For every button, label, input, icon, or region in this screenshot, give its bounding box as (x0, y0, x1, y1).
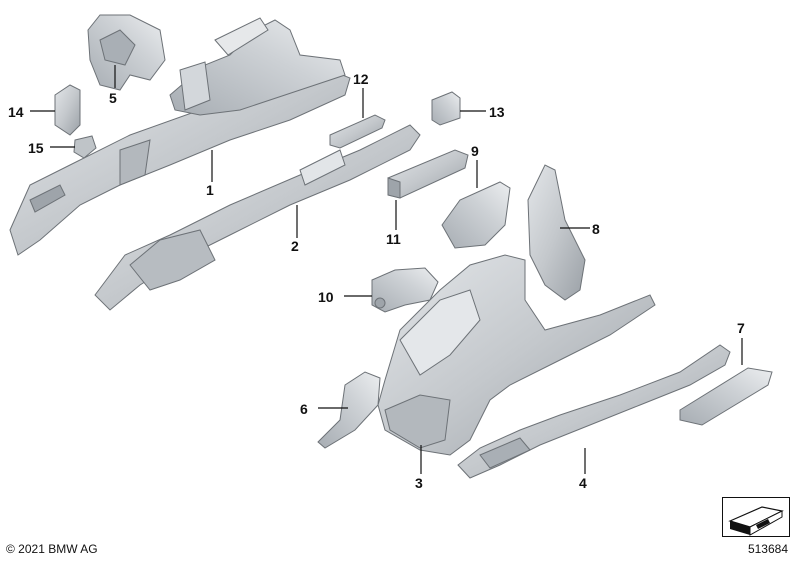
callout-13: 13 (489, 104, 505, 120)
copyright: © 2021 BMW AG (6, 542, 98, 556)
callout-4: 4 (579, 475, 587, 491)
callout-8: 8 (592, 221, 600, 237)
callout-1: 1 (206, 182, 214, 198)
part-8-pillar-reinforcement (527, 164, 586, 301)
part-3-wheelhouse-assembly (377, 254, 656, 456)
part-13-bracket (431, 91, 461, 126)
part-2-side-member (94, 124, 421, 311)
part-9-reinforcement-plate (441, 181, 511, 249)
part-12-reinforcement (329, 114, 386, 149)
leader-lines (30, 65, 743, 474)
vehicle-orientation-icon (722, 497, 790, 537)
part-14-bracket (54, 84, 81, 136)
callout-5: 5 (109, 90, 117, 106)
callout-6: 6 (300, 401, 308, 417)
part-15-small-bracket (73, 135, 97, 159)
part-6-bracket (317, 371, 381, 449)
callout-10: 10 (318, 289, 334, 305)
callout-9: 9 (471, 143, 479, 159)
callout-15: 15 (28, 140, 44, 156)
callout-12: 12 (353, 71, 369, 87)
part-4-rear-side-member (457, 344, 731, 479)
part-1-front-side-member (9, 17, 351, 256)
part-11-channel (387, 149, 469, 199)
callout-7: 7 (737, 320, 745, 336)
diagram-number: 513684 (747, 542, 788, 556)
callout-14: 14 (8, 104, 24, 120)
callout-2: 2 (291, 238, 299, 254)
part-7-floor-plate (679, 367, 773, 426)
callout-3: 3 (415, 475, 423, 491)
callout-11: 11 (386, 231, 401, 247)
part-5-wheel-arch-bracket (87, 14, 166, 91)
